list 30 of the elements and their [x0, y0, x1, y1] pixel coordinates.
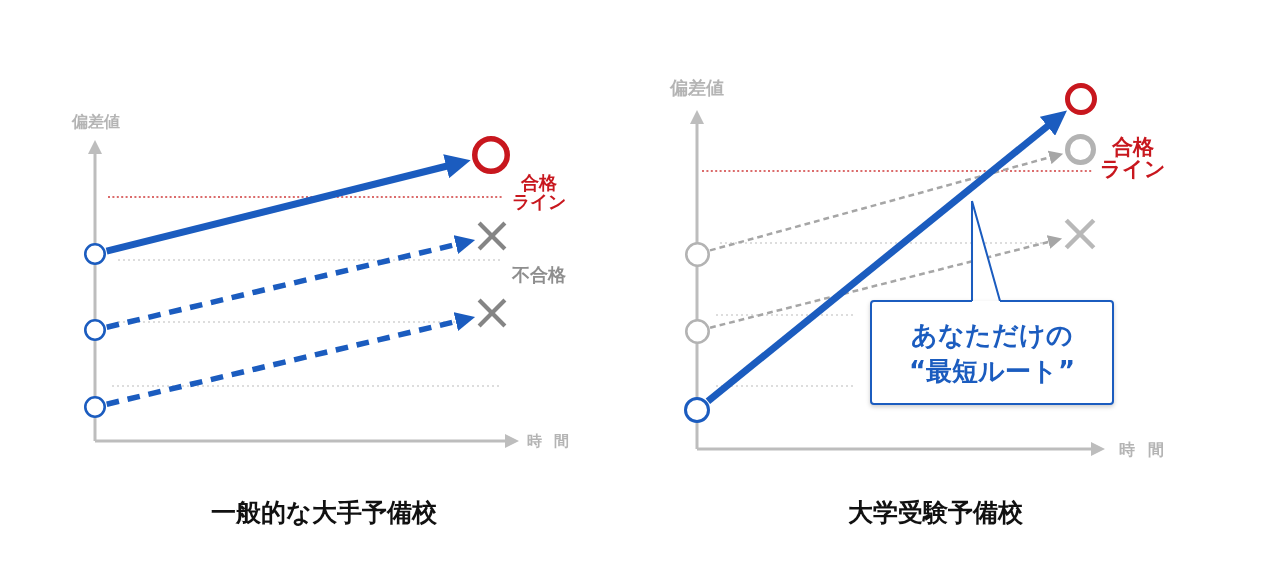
- cross-mark: [1064, 218, 1096, 250]
- panel-title: 大学受験予備校: [847, 498, 1023, 528]
- panel-title: 一般的な大手予備校: [211, 498, 437, 528]
- dashed-arrow: [106, 235, 476, 330]
- pass-line-label: 合格ライン: [512, 174, 566, 212]
- dashed-arrow: [709, 235, 1063, 329]
- goal-circle: [1064, 133, 1096, 165]
- axis-label: 時 間: [1119, 440, 1164, 460]
- axis-label: 時 間: [527, 432, 569, 450]
- dashed-arrow: [106, 312, 476, 407]
- cross-mark: [477, 298, 507, 328]
- callout-text: あなただけの“最短ルート”: [907, 318, 1077, 388]
- start-circle: [684, 318, 710, 344]
- axis-label: 偏差値: [72, 112, 120, 132]
- goal-circle: [472, 136, 510, 174]
- dashed-arrow: [709, 150, 1064, 252]
- start-circle: [684, 397, 710, 423]
- start-circle: [684, 241, 710, 267]
- goal-circle: [1065, 83, 1097, 115]
- callout-pointer: [971, 200, 1001, 302]
- start-circle: [84, 396, 106, 418]
- arrow: [705, 110, 1067, 404]
- start-circle: [84, 243, 106, 265]
- start-circle: [84, 319, 106, 341]
- pass-line-label: 合格ライン: [1100, 136, 1166, 181]
- axis-label: 偏差値: [670, 77, 724, 99]
- fail-label: 不合格: [512, 264, 566, 286]
- arrow: [105, 154, 471, 255]
- speech-bubble: [870, 300, 1114, 405]
- cross-mark: [477, 221, 507, 251]
